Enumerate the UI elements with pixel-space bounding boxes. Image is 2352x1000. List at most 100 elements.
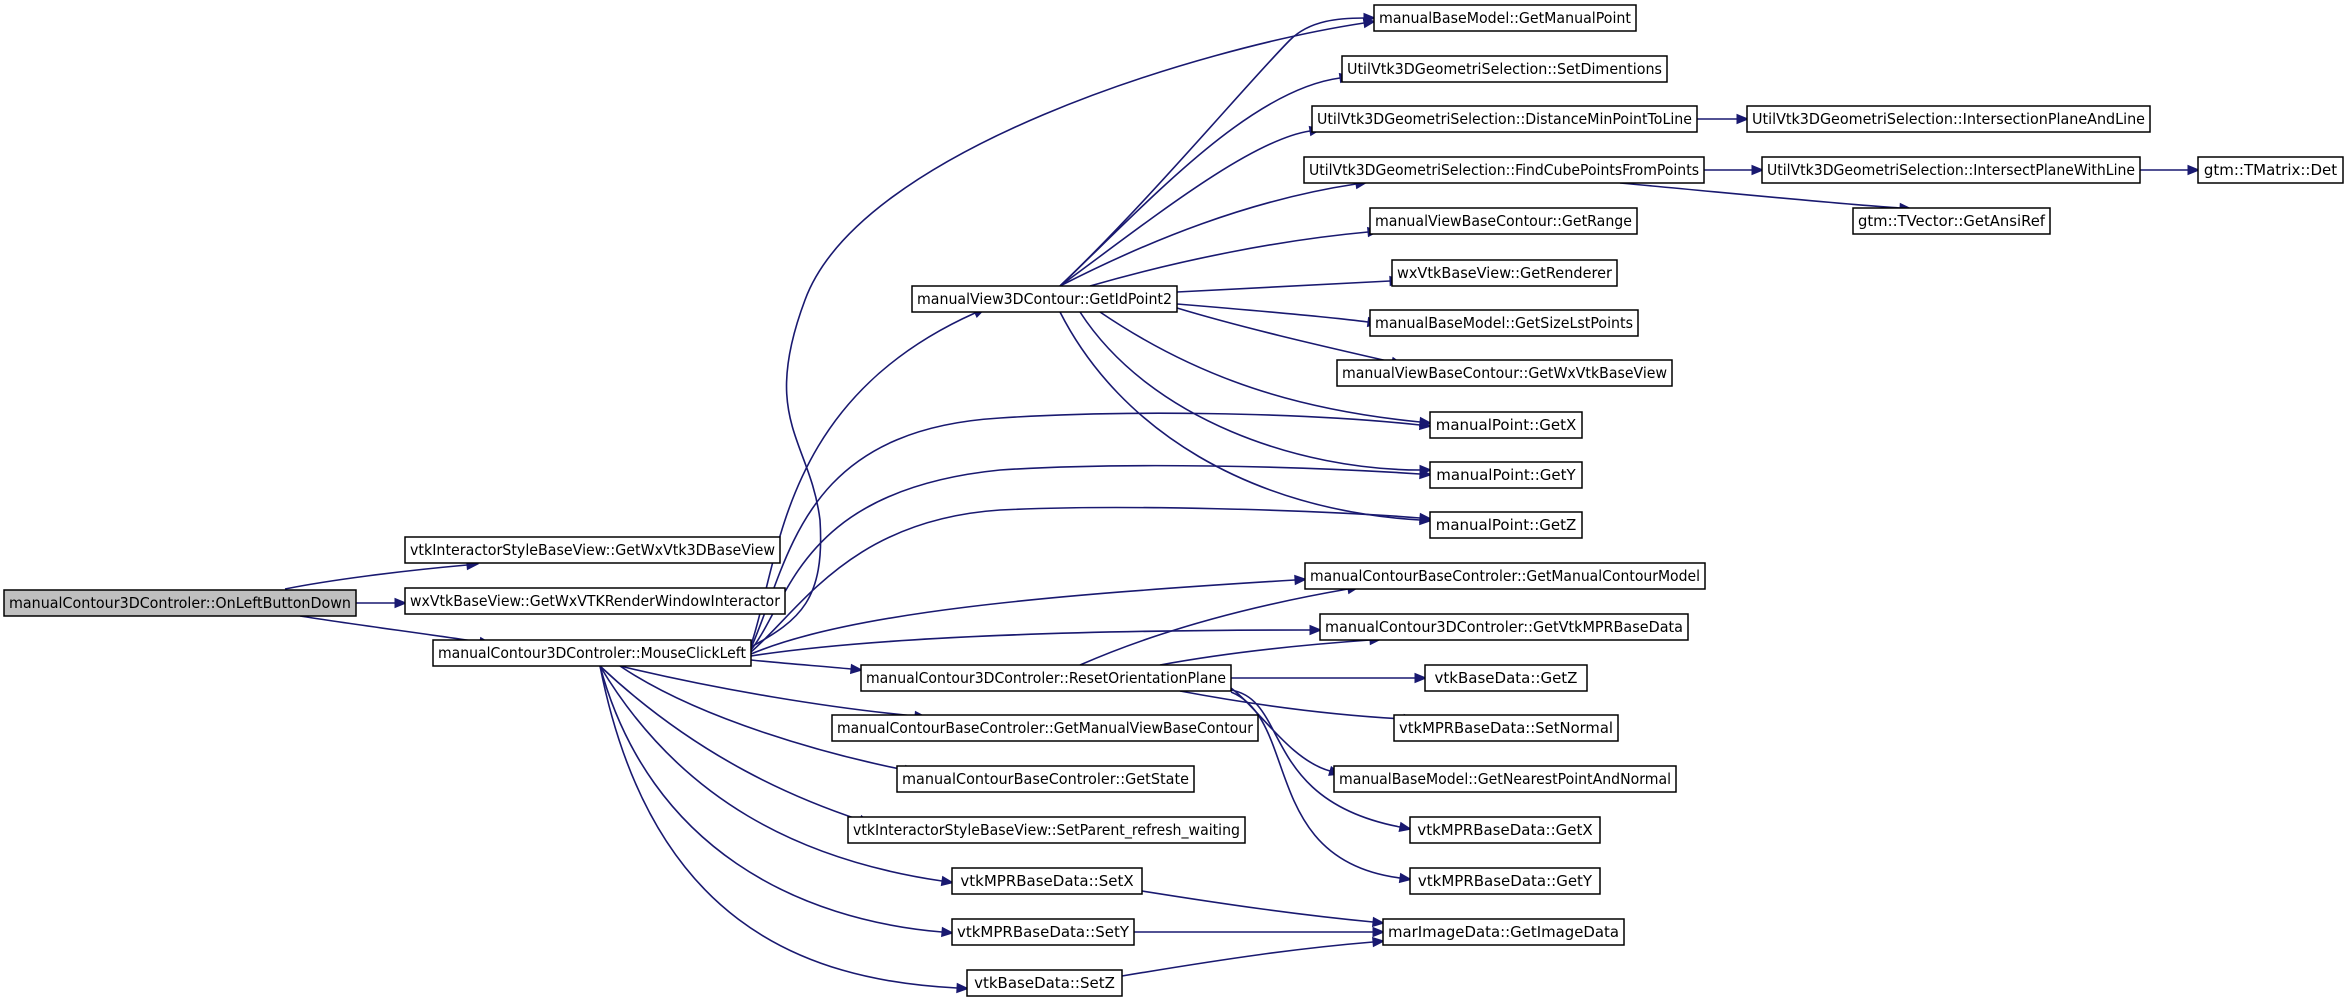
node-n6[interactable]: manualPoint::GetX <box>1429 411 1583 439</box>
node-box <box>1409 867 1601 895</box>
node-label: manualBaseModel::GetNearestPointAndNorma… <box>1339 770 1671 788</box>
edge-line <box>1079 311 1421 471</box>
node-label: manualPoint::GetZ <box>1436 516 1577 534</box>
node-n10[interactable]: manualContour3DControler::GetVtkMPRBaseD… <box>1319 613 1689 641</box>
node-n9[interactable]: manualContourBaseControler::GetManualCon… <box>1304 562 1706 590</box>
edge-line <box>1176 307 1393 363</box>
node-box <box>1311 105 1698 133</box>
edge-line <box>1230 691 1401 879</box>
node-label: wxVtkBaseView::GetRenderer <box>1397 264 1613 282</box>
node-box <box>1746 105 2151 133</box>
node-n30[interactable]: vtkMPRBaseData::SetNormal <box>1393 714 1619 742</box>
edge-n5-to-n21 <box>1089 226 1381 287</box>
node-box <box>1429 461 1583 489</box>
edge-line <box>1059 130 1311 287</box>
node-n12[interactable]: manualContourBaseControler::GetManualVie… <box>831 714 1259 742</box>
node-label: manualContourBaseControler::GetManualCon… <box>1310 567 1700 585</box>
edge-n5-to-n4 <box>1059 12 1377 287</box>
node-n24[interactable]: manualViewBaseContour::GetWxVtkBaseView <box>1336 359 1673 387</box>
edge-n3-to-n11 <box>750 659 864 675</box>
node-label: manualContour3DControler::MouseClickLeft <box>438 644 746 662</box>
edge-line <box>1079 588 1349 666</box>
arrow-head-icon <box>1414 672 1428 684</box>
node-box <box>1336 359 1673 387</box>
node-label: gtm::TMatrix::Det <box>2204 161 2337 179</box>
node-n29[interactable]: vtkBaseData::GetZ <box>1424 664 1588 692</box>
root-node[interactable]: manualContour3DControler::OnLeftButtonDo… <box>3 589 357 617</box>
edge-n3-to-n15 <box>599 665 955 887</box>
edge-line <box>750 22 1365 648</box>
node-n34[interactable]: marImageData::GetImageData <box>1382 918 1625 946</box>
node-n28[interactable]: gtm::TMatrix::Det <box>2197 156 2344 184</box>
node-box <box>1341 55 1668 83</box>
node-n23[interactable]: manualBaseModel::GetSizeLstPoints <box>1369 309 1639 337</box>
node-n7[interactable]: manualPoint::GetY <box>1429 461 1583 489</box>
node-box <box>1852 207 2051 235</box>
edge-n5-to-n20 <box>1059 178 1369 287</box>
node-box <box>1424 664 1588 692</box>
arrow-head-icon <box>1418 416 1433 428</box>
node-n21[interactable]: manualViewBaseContour::GetRange <box>1369 207 1638 235</box>
node-box <box>1373 4 1637 32</box>
node-n33[interactable]: vtkMPRBaseData::GetY <box>1409 867 1601 895</box>
node-label: manualViewBaseContour::GetRange <box>1375 212 1632 230</box>
node-n18[interactable]: UtilVtk3DGeometriSelection::SetDimention… <box>1341 55 1668 83</box>
node-label: marImageData::GetImageData <box>1388 923 1619 941</box>
node-label: UtilVtk3DGeometriSelection::FindCubePoin… <box>1309 161 1699 179</box>
node-label: vtkMPRBaseData::SetNormal <box>1399 719 1613 737</box>
node-label: vtkMPRBaseData::SetY <box>957 923 1130 941</box>
node-n22[interactable]: wxVtkBaseView::GetRenderer <box>1391 259 1618 287</box>
node-box <box>831 714 1259 742</box>
node-n2[interactable]: wxVtkBaseView::GetWxVTKRenderWindowInter… <box>404 587 786 615</box>
edge-n5-to-n22 <box>1176 275 1403 293</box>
node-n8[interactable]: manualPoint::GetZ <box>1429 511 1583 539</box>
node-n17[interactable]: vtkBaseData::SetZ <box>966 969 1123 997</box>
node-n15[interactable]: vtkMPRBaseData::SetX <box>951 867 1143 895</box>
edge-n15-to-n34 <box>1141 890 1386 928</box>
node-n27[interactable]: gtm::TVector::GetAnsiRef <box>1852 207 2051 235</box>
node-n11[interactable]: manualContour3DControler::ResetOrientati… <box>860 664 1232 692</box>
node-n13[interactable]: manualContourBaseControler::GetState <box>896 765 1195 793</box>
edge-line <box>619 665 916 717</box>
edge-n11-to-n29 <box>1231 672 1428 684</box>
edge-line <box>1089 231 1369 287</box>
edge-line <box>599 665 861 821</box>
edge-n26-to-n28 <box>2140 164 2201 176</box>
edge-line <box>1619 182 1901 209</box>
node-box <box>432 639 752 667</box>
node-n14[interactable]: vtkInteractorStyleBaseView::SetParent_re… <box>847 816 1246 844</box>
node-n4[interactable]: manualBaseModel::GetManualPoint <box>1373 4 1637 32</box>
node-n25[interactable]: UtilVtk3DGeometriSelection::Intersection… <box>1746 105 2151 133</box>
node-label: vtkMPRBaseData::GetY <box>1418 872 1593 890</box>
node-label: manualBaseModel::GetSizeLstPoints <box>1375 314 1633 332</box>
node-label: manualViewBaseContour::GetWxVtkBaseView <box>1342 364 1667 382</box>
arrow-head-icon <box>1751 164 1765 176</box>
node-n20[interactable]: UtilVtk3DGeometriSelection::FindCubePoin… <box>1303 156 1705 184</box>
node-n16[interactable]: vtkMPRBaseData::SetY <box>951 918 1135 946</box>
node-n1[interactable]: vtkInteractorStyleBaseView::GetWxVtk3DBa… <box>404 536 781 564</box>
node-box <box>1429 511 1583 539</box>
node-label: manualBaseModel::GetManualPoint <box>1379 9 1631 27</box>
node-n3[interactable]: manualContour3DControler::MouseClickLeft <box>432 639 752 667</box>
node-box <box>966 969 1123 997</box>
arrow-head-icon <box>941 926 955 938</box>
edge-line <box>1141 890 1374 923</box>
edge-line <box>1059 17 1365 287</box>
node-n19[interactable]: UtilVtk3DGeometriSelection::DistanceMinP… <box>1311 105 1698 133</box>
node-box <box>896 765 1195 793</box>
node-label: UtilVtk3DGeometriSelection::Intersection… <box>1752 110 2145 128</box>
edge-n16-to-n34 <box>1134 926 1386 938</box>
node-n5[interactable]: manualView3DContour::GetIdPoint2 <box>911 285 1178 313</box>
node-n26[interactable]: UtilVtk3DGeometriSelection::IntersectPla… <box>1761 156 2141 184</box>
node-box <box>3 589 357 617</box>
node-box <box>1382 918 1625 946</box>
node-n32[interactable]: vtkMPRBaseData::GetX <box>1409 816 1601 844</box>
node-box <box>1303 156 1705 184</box>
node-n31[interactable]: manualBaseModel::GetNearestPointAndNorma… <box>1333 765 1677 793</box>
arrow-head-icon <box>1398 821 1413 833</box>
arrow-head-icon <box>940 875 955 887</box>
arrow-head-icon <box>1419 464 1433 476</box>
node-label: manualContour3DControler::GetVtkMPRBaseD… <box>1325 618 1683 636</box>
edge-line <box>1121 941 1374 977</box>
arrow-head-icon <box>956 982 970 994</box>
